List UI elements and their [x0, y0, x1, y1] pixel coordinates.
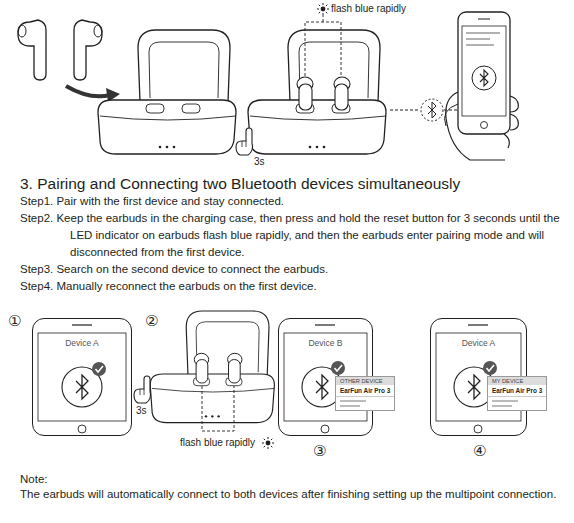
note-block: Note:The earbuds will automatically conn…: [20, 472, 568, 502]
indicator-note: flash blue rapidly: [331, 3, 406, 15]
device-entry: EarFun Air Pro 3: [336, 385, 394, 397]
step-text: Step3. Search on the second device to co…: [20, 261, 568, 278]
hand-icon: [134, 376, 151, 403]
device-popup: MY DEVICEEarFun Air Pro 3: [487, 376, 547, 411]
list-line: [492, 400, 518, 402]
phone-body: Device A: [32, 318, 132, 436]
callout-number: ①: [8, 312, 21, 330]
earbuds-in-case: [297, 77, 350, 110]
indicator-bracket: [305, 15, 341, 76]
hand: [445, 92, 519, 160]
charging-case: [150, 311, 274, 423]
list-line: [340, 405, 360, 407]
note-heading: Note:: [20, 472, 568, 487]
earbuds: [18, 20, 102, 80]
list-header: MY DEVICE: [488, 377, 546, 385]
hold-time: 3s: [136, 405, 147, 417]
list-line: [492, 405, 512, 407]
flash-icon: [262, 437, 274, 449]
indicator-bracket: [202, 386, 234, 431]
list-header: OTHER DEVICE: [336, 377, 394, 385]
step-list: Step1. Pair with the first device and st…: [20, 193, 568, 295]
device-entry: EarFun Air Pro 3: [488, 385, 546, 397]
hand-icon: [236, 128, 253, 155]
bluetooth-symbol: [428, 102, 436, 118]
hold-time: 3s: [254, 156, 265, 168]
step-text: Step2. Keep the earbuds in the charging …: [20, 210, 568, 261]
callout-number: ④: [473, 442, 486, 460]
flash-icon: [317, 3, 329, 15]
insert-arrow: [66, 86, 110, 96]
device-name: Device B: [279, 338, 372, 348]
charging-case: [98, 30, 236, 154]
bluetooth-icon: [421, 99, 443, 121]
device-popup: OTHER DEVICEEarFun Air Pro 3: [335, 376, 395, 411]
charging-case: [248, 30, 386, 154]
indicator-note: flash blue rapidly: [180, 437, 255, 449]
list-line: [340, 400, 366, 402]
device-name: Device A: [431, 338, 526, 348]
note-text: The earbuds will automatically connect t…: [20, 487, 568, 502]
earbuds-in-case: [194, 353, 242, 383]
heading: 3. Pairing and Connecting two Bluetooth …: [20, 175, 460, 193]
phone: [458, 12, 510, 134]
callout-number: ③: [313, 442, 326, 460]
step-text: Step1. Pair with the first device and st…: [20, 193, 568, 210]
step-text: Step4. Manually reconnect the earbuds on…: [20, 278, 568, 295]
device-name: Device A: [33, 338, 131, 348]
callout-number: ②: [145, 312, 158, 330]
